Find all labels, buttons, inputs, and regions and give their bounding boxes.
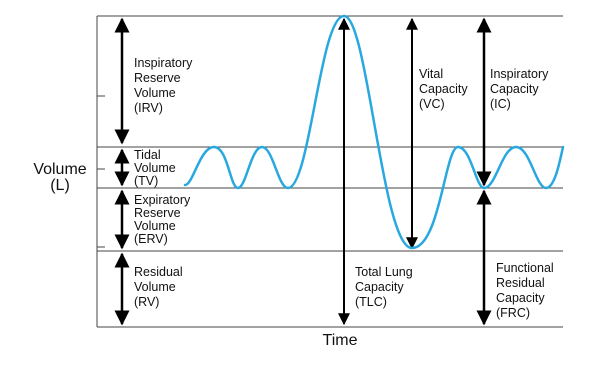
frc-label: Functional Residual Capacity (FRC) <box>496 261 557 320</box>
ic-label: Inspiratory Capacity (IC) <box>490 67 552 111</box>
tv-label: Tidal Volume (TV) <box>134 148 179 188</box>
x-axis-label-time: Time <box>323 332 358 349</box>
erv-label: Expiratory Reserve Volume (ERV) <box>134 193 194 246</box>
rv-label: Residual Volume (RV) <box>134 265 186 309</box>
vc-label: Vital Capacity (VC) <box>419 67 471 111</box>
y-axis-label-volume: Volume <box>33 161 86 178</box>
y-axis-label-units: (L) <box>50 177 70 194</box>
tlc-label: Total Lung Capacity (TLC) <box>355 265 416 309</box>
breathing-waveform <box>183 14 565 250</box>
irv-label: Inspiratory Reserve Volume (IRV) <box>134 56 196 115</box>
